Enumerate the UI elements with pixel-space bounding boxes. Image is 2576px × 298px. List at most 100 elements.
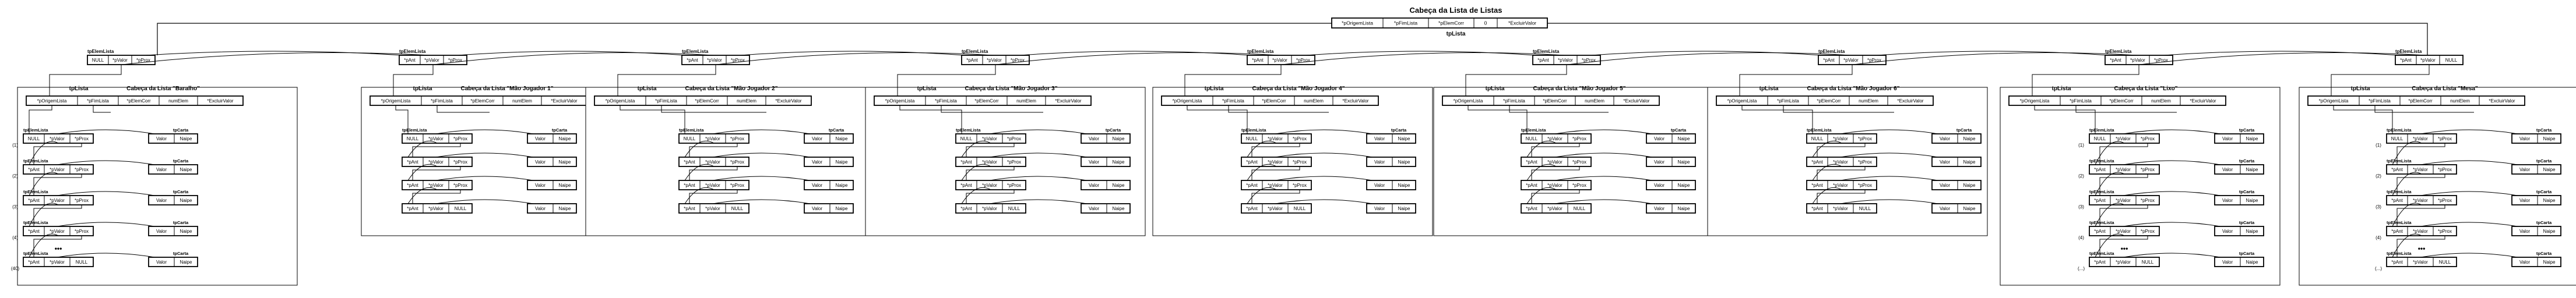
list-2-card-4-cell-text: Naipe xyxy=(559,206,571,211)
top-elem-5-cell-text: *pValor xyxy=(1272,58,1287,63)
list-1-card-type-label: tpCarta xyxy=(173,189,189,194)
list-8-elem-1-cell-text: NULL xyxy=(2094,136,2106,141)
list-9-elem-type-label: tpElemLista xyxy=(2387,189,2412,194)
list-1-row-index: (40) xyxy=(11,266,20,271)
list-9-value-link xyxy=(2420,253,2518,258)
list-4-elem-2: *pAnt*pValor*pProx xyxy=(955,157,1026,167)
list-2-elem-2-cell-text: *pProx xyxy=(453,159,467,165)
list-3-value-link xyxy=(712,129,811,134)
list-4-title: Cabeça da Lista "Mão Jogador 3" xyxy=(965,86,1058,92)
list-9-elem-3-cell-text: *pValor xyxy=(2413,198,2428,203)
list-9-card-1-cell-text: Naipe xyxy=(2543,136,2556,141)
list-6-next-link xyxy=(1531,190,1580,204)
list-6-next-link xyxy=(1531,143,1580,157)
list-4-head-cell-text: *pOrigemLista xyxy=(885,98,915,104)
list-9-card-3-border xyxy=(2511,195,2561,205)
list-8-card-3-border xyxy=(2214,195,2264,205)
list-5-head-cell-text: *pFimLista xyxy=(1222,98,1244,104)
list-1-row-index: (1) xyxy=(12,143,18,148)
top-elem-3-cell-text: *pAnt xyxy=(687,58,698,63)
list-1-card-2-cell-text: Naipe xyxy=(180,167,192,172)
top-next-link xyxy=(1590,51,1822,56)
top-elem-4-cell-text: *pValor xyxy=(987,58,1002,63)
top-next-link xyxy=(1019,51,1251,56)
list-1-elem-2-cell-text: *pAnt xyxy=(28,167,40,172)
top-elem-type-label: tpElemLista xyxy=(2105,49,2132,54)
list-8-card-4-cell-text: Valor xyxy=(2222,229,2233,234)
top-next-link xyxy=(2163,51,2399,56)
list-1-elem-type-label: tpElemLista xyxy=(23,220,48,225)
list-5-prev-link xyxy=(1247,187,1277,204)
list-5-prev-link xyxy=(1247,164,1277,181)
list-9-head-link xyxy=(2331,65,2430,96)
top-elem-7-cell-text: *pProx xyxy=(1867,58,1881,63)
top-next-link xyxy=(1876,51,2109,56)
list-1-elem-type-label: tpElemLista xyxy=(23,158,48,164)
list-3-card-3-cell-text: Naipe xyxy=(836,183,848,188)
list-5-elem-3: *pAnt*pValor*pProx xyxy=(1241,180,1312,190)
list-1-card-type-label: tpCarta xyxy=(173,220,189,225)
list-1-head-cell-text: *ExcluirValor xyxy=(207,98,234,104)
list-2-head-cell-text: numElem xyxy=(512,98,532,104)
list-2-card-type-label: tpCarta xyxy=(552,127,568,133)
list-8-card-1-border xyxy=(2214,133,2264,144)
top-elem-9-cell-text: *pAnt xyxy=(2400,58,2412,63)
list-2-elem-1: NULL*pValor*pProx xyxy=(402,133,473,144)
top-elem-6: *pAnt*pValor*pProx xyxy=(1532,55,1601,65)
list-3-title: Cabeça da Lista "Mão Jogador 2" xyxy=(685,86,778,92)
list-7-card-4-cell-text: Naipe xyxy=(1963,206,1976,211)
list-1-card-1-cell-text: Valor xyxy=(156,136,167,141)
list-1-card-type-label: tpCarta xyxy=(173,251,189,256)
list-3-end-link xyxy=(661,105,766,113)
list-7-title: Cabeça da Lista "Mão Jogador 6" xyxy=(1807,86,1900,92)
list-9-first-link xyxy=(2333,105,2393,134)
list-9-head-cell-text: *ExcluirValor xyxy=(2489,98,2515,104)
top-prev-link xyxy=(996,52,1280,65)
list-5-next-link xyxy=(1251,143,1300,157)
list-9-frame xyxy=(2299,87,2576,286)
list-5-card-4-cell-text: Naipe xyxy=(1398,206,1410,211)
list-4-head-link xyxy=(897,65,996,96)
list-2-card-3-cell-text: Naipe xyxy=(559,183,571,188)
list-1-card-4-cell-text: Naipe xyxy=(180,229,192,234)
top-elem-6-cell-text: *pAnt xyxy=(1537,58,1549,63)
list-8-card-1-cell-text: Naipe xyxy=(2246,136,2258,141)
list-4-elem-4-cell-text: *pAnt xyxy=(960,206,972,211)
list-1-card-type-label: tpCarta xyxy=(173,127,189,133)
list-8-card-5-border xyxy=(2214,257,2264,267)
list-9-row-index: (3) xyxy=(2376,204,2381,210)
list-9-card-3-cell-text: Valor xyxy=(2519,198,2530,203)
list-9-card-4-cell-text: Naipe xyxy=(2543,229,2556,234)
list-4-elem-3-cell-text: *pAnt xyxy=(960,183,972,188)
list-3-elem-2-cell-text: *pProx xyxy=(730,159,744,165)
top-elem-1-cell-text: NULL xyxy=(92,58,104,63)
top-prev-link xyxy=(122,52,432,65)
list-5-card-2-cell-text: Naipe xyxy=(1398,159,1410,165)
list-1-elem-type-label: tpElemLista xyxy=(23,251,48,256)
list-5-elem-3-cell-text: *pProx xyxy=(1293,183,1307,188)
list-5-next-link xyxy=(1251,190,1300,204)
top-prev-link xyxy=(1853,52,2138,65)
list-9-elem-type-label: tpElemLista xyxy=(2387,127,2412,133)
list-6-card-1-border xyxy=(1646,133,1696,144)
list-8-elem-type-label: tpElemLista xyxy=(2089,251,2114,256)
list-6-elem-1: NULL*pValor*pProx xyxy=(1521,133,1592,144)
top-prev-link xyxy=(1567,52,1851,65)
list-5-head-cell-text: *ExcluirValor xyxy=(1342,98,1369,104)
top-elem-1: NULL*pValor*pProx xyxy=(87,55,156,65)
list-5-head-link xyxy=(1184,65,1282,96)
list-7-value-link xyxy=(1840,129,1938,134)
list-1-card-4-border xyxy=(148,226,198,236)
list-1-head-cell-text: numElem xyxy=(168,98,188,104)
